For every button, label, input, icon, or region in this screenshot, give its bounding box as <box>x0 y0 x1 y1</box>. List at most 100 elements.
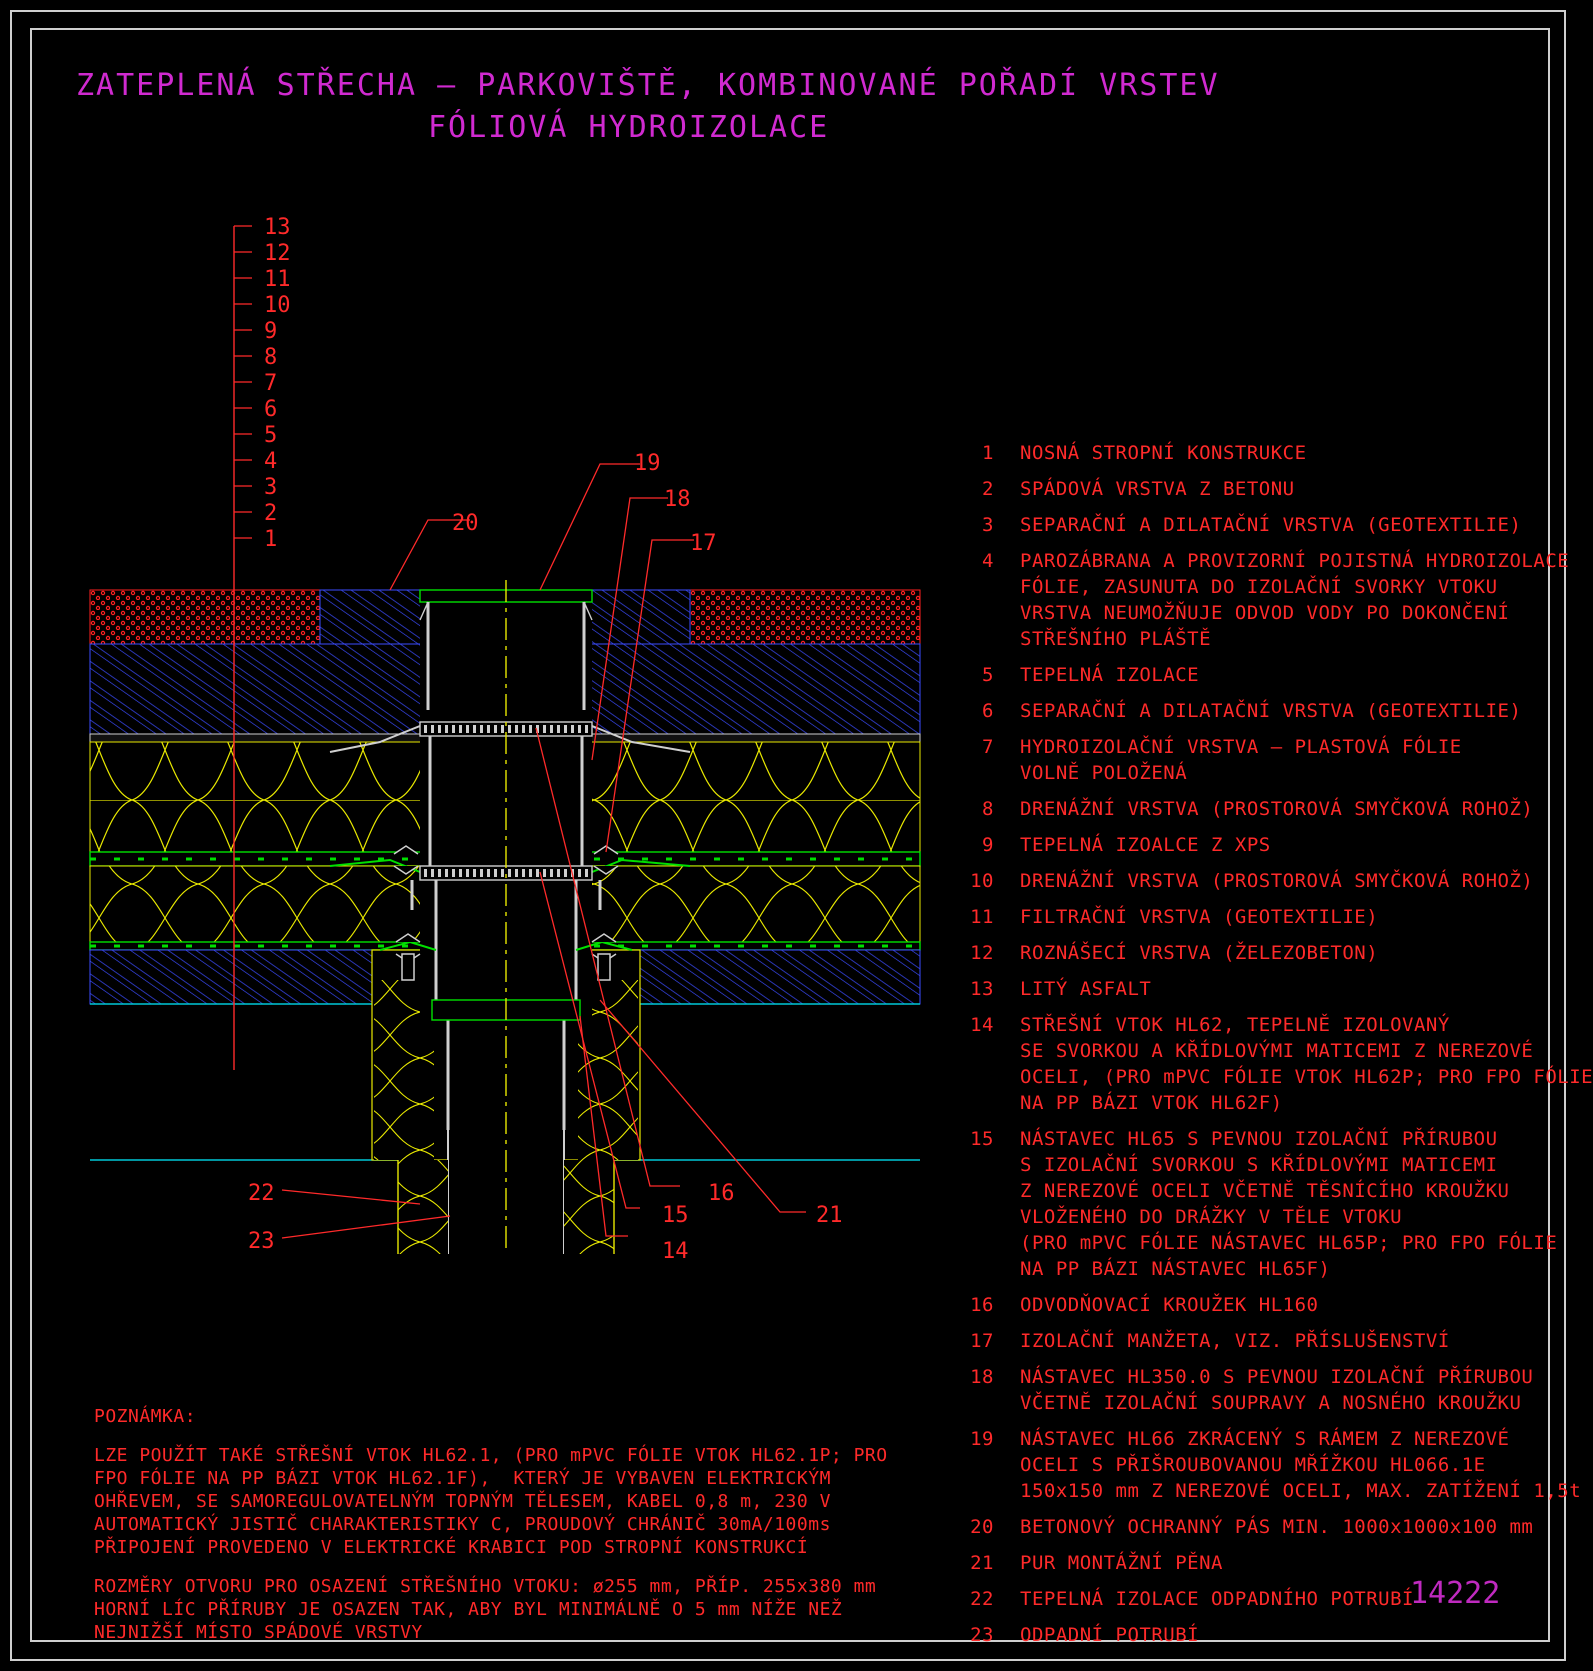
legend-item-text: TEPELNÁ IZOLACE ODPADNÍHO POTRUBÍ <box>1020 1588 1414 1610</box>
hl66-extension <box>426 602 586 710</box>
legend-item: 1 NOSNÁ STROPNÍ KONSTRUKCE <box>960 440 1550 466</box>
layer-scale-label: 7 <box>264 371 277 396</box>
legend-item-text: HYDROIZOLAČNÍ VRSTVA – PLASTOVÁ FÓLIE VO… <box>1020 736 1462 784</box>
legend-item-number: 19 <box>970 1428 994 1450</box>
note-line: PŘIPOJENÍ PROVEDENO V ELEKTRICKÉ KRABICI… <box>94 1537 809 1558</box>
callout-19: 19 <box>634 451 661 476</box>
legend-item-number: 22 <box>970 1588 994 1610</box>
drawing-frame-outer <box>10 10 1566 1661</box>
legend-item-text: SEPARAČNÍ A DILATAČNÍ VRSTVA (GEOTEXTILI… <box>1020 700 1522 722</box>
legend-item: 5 TEPELNÁ IZOLACE <box>960 662 1550 688</box>
callout-leaders <box>281 463 806 1239</box>
drawing-number: 14222 <box>1410 1576 1501 1611</box>
callout-22: 22 <box>248 1181 275 1206</box>
legend-item-number: 20 <box>970 1516 994 1538</box>
legend-item-number: 23 <box>970 1624 994 1646</box>
hl350-body <box>428 736 584 866</box>
legend-item-number: 7 <box>982 736 994 758</box>
legend-item-text: SEPARAČNÍ A DILATAČNÍ VRSTVA (GEOTEXTILI… <box>1020 514 1522 536</box>
legend-item-number: 16 <box>970 1294 994 1316</box>
legend-item-text: IZOLAČNÍ MANŽETA, VIZ. PŘÍSLUŠENSTVÍ <box>1020 1330 1450 1352</box>
layer-asphalt-left <box>89 589 321 645</box>
legend-item-number: 9 <box>982 834 994 856</box>
callout-14: 14 <box>662 1239 689 1264</box>
legend-item-number: 2 <box>982 478 994 500</box>
legend-item: 15 NÁSTAVEC HL65 S PEVNOU IZOLAČNÍ PŘÍRUB… <box>960 1126 1557 1282</box>
callout-16: 16 <box>708 1181 735 1206</box>
legend-item-text: FILTRAČNÍ VRSTVA (GEOTEXTILIE) <box>1020 906 1379 928</box>
legend-item: 9 TEPELNÁ IZOALCE Z XPS <box>960 832 1550 858</box>
legend-item-text: TEPELNÁ IZOLACE <box>1020 664 1200 686</box>
legend-item-text: TEPELNÁ IZOALCE Z XPS <box>1020 834 1271 856</box>
note-line: LZE POUŽÍT TAKÉ STŘEŠNÍ VTOK HL62.1, (PR… <box>94 1445 888 1466</box>
legend-item-number: 17 <box>970 1330 994 1352</box>
legend-item-number: 6 <box>982 700 994 722</box>
note-block: POZNÁMKA: LZE POUŽÍT TAKÉ STŘEŠNÍ VTOK H… <box>94 1405 888 1644</box>
legend-item-number: 12 <box>970 942 994 964</box>
legend-item-number: 5 <box>982 664 994 686</box>
note-paragraph-1: LZE POUŽÍT TAKÉ STŘEŠNÍ VTOK HL62.1, (PR… <box>94 1444 888 1559</box>
legend-item-number: 4 <box>982 550 994 572</box>
legend-item: 20 BETONOVÝ OCHRANNÝ PÁS MIN. 1000x1000x1… <box>960 1514 1550 1540</box>
callout-18: 18 <box>664 487 691 512</box>
legend-item-number: 8 <box>982 798 994 820</box>
layer-scale-label: 8 <box>264 345 277 370</box>
layer-scale-label: 6 <box>264 397 277 422</box>
layer-scale-label: 10 <box>264 293 291 318</box>
legend-item-number: 15 <box>970 1128 994 1150</box>
pipe-insulation-left <box>398 1160 448 1254</box>
legend-item-text: NÁSTAVEC HL65 S PEVNOU IZOLAČNÍ PŘÍRUBOU… <box>1020 1128 1558 1280</box>
legend-item: 7 HYDROIZOLAČNÍ VRSTVA – PLASTOVÁ FÓLIE V… <box>960 734 1550 786</box>
legend-item: 6 SEPARAČNÍ A DILATAČNÍ VRSTVA (GEOTEXTIL… <box>960 698 1550 724</box>
callout-17: 17 <box>690 531 717 556</box>
layer-scale-label: 5 <box>264 423 277 448</box>
note-paragraph-2: ROZMĚRY OTVORU PRO OSAZENÍ STŘEŠNÍHO VTO… <box>94 1575 888 1644</box>
callout-20: 20 <box>452 511 479 536</box>
wing-nuts <box>393 845 619 981</box>
legend-item-text: DRENÁŽNÍ VRSTVA (PROSTOROVÁ SMYČKOVÁ ROH… <box>1020 798 1534 820</box>
drawing-title-line1: ZATEPLENÁ STŘECHA – PARKOVIŠTĚ, KOMBINOV… <box>76 68 1220 103</box>
legend-item-text: SPÁDOVÁ VRSTVA Z BETONU <box>1020 478 1295 500</box>
layer-scale-label: 1 <box>264 527 277 552</box>
note-line: OHŘEVEM, SE SAMOREGULOVATELNÝM TOPNÝM TĚ… <box>94 1491 831 1512</box>
note-line: NEJNIŽŠÍ MÍSTO SPÁDOVÉ VRSTVY <box>94 1622 423 1643</box>
legend-item-number: 10 <box>970 870 994 892</box>
legend-item: 18 NÁSTAVEC HL350.0 S PEVNOU IZOLAČNÍ PŘÍ… <box>960 1364 1550 1416</box>
legend-item-text: LITÝ ASFALT <box>1020 978 1152 1000</box>
legend-item-text: STŘEŠNÍ VTOK HL62, TEPELNĚ IZOLOVANÝ SE … <box>1020 1014 1593 1114</box>
legend-item: 2 SPÁDOVÁ VRSTVA Z BETONU <box>960 476 1550 502</box>
legend-item-number: 13 <box>970 978 994 1000</box>
layer-scale-label: 11 <box>264 267 291 292</box>
drawing-frame-inner <box>30 28 1550 1642</box>
legend-item: 3 SEPARAČNÍ A DILATAČNÍ VRSTVA (GEOTEXTIL… <box>960 512 1550 538</box>
legend-item: 12 ROZNÁŠECÍ VRSTVA (ŽELEZOBETON) <box>960 940 1550 966</box>
layer-scale-label: 2 <box>264 501 277 526</box>
legend-item-text: NOSNÁ STROPNÍ KONSTRUKCE <box>1020 442 1307 464</box>
legend-item-number: 21 <box>970 1552 994 1574</box>
layer-scale-label: 9 <box>264 319 277 344</box>
legend-item-text: ROZNÁŠECÍ VRSTVA (ŽELEZOBETON) <box>1020 942 1379 964</box>
callout-21: 21 <box>816 1203 843 1228</box>
pipe-insulation-right <box>564 1160 614 1254</box>
legend: 1 NOSNÁ STROPNÍ KONSTRUKCE 2 SPÁDOVÁ VRSTVA… <box>960 440 1592 1658</box>
layer-scale-label: 3 <box>264 475 277 500</box>
legend-item-text: NÁSTAVEC HL350.0 S PEVNOU IZOLAČNÍ PŘÍRU… <box>1020 1366 1534 1414</box>
note-line: ROZMĚRY OTVORU PRO OSAZENÍ STŘEŠNÍHO VTO… <box>94 1576 877 1597</box>
note-line: HORNÍ LÍC PŘÍRUBY JE OSAZEN TAK, ABY BYL… <box>94 1599 843 1620</box>
legend-item: 22 TEPELNÁ IZOLACE ODPADNÍHO POTRUBÍ <box>960 1586 1550 1612</box>
legend-item-number: 3 <box>982 514 994 536</box>
note-line: FPO FÓLIE NA PP BÁZI VTOK HL62.1F), KTER… <box>94 1468 831 1489</box>
layer-asphalt-right <box>689 589 921 645</box>
legend-item-text: BETONOVÝ OCHRANNÝ PÁS MIN. 1000x1000x100… <box>1020 1516 1534 1538</box>
legend-item-number: 1 <box>982 442 994 464</box>
legend-item: 8 DRENÁŽNÍ VRSTVA (PROSTOROVÁ SMYČKOVÁ RO… <box>960 796 1550 822</box>
drawing-title-line2: FÓLIOVÁ HYDROIZOLACE <box>428 110 830 145</box>
note-line: AUTOMATICKÝ JISTIČ CHARAKTERISTIKY C, PR… <box>94 1514 831 1535</box>
legend-item-number: 18 <box>970 1366 994 1388</box>
